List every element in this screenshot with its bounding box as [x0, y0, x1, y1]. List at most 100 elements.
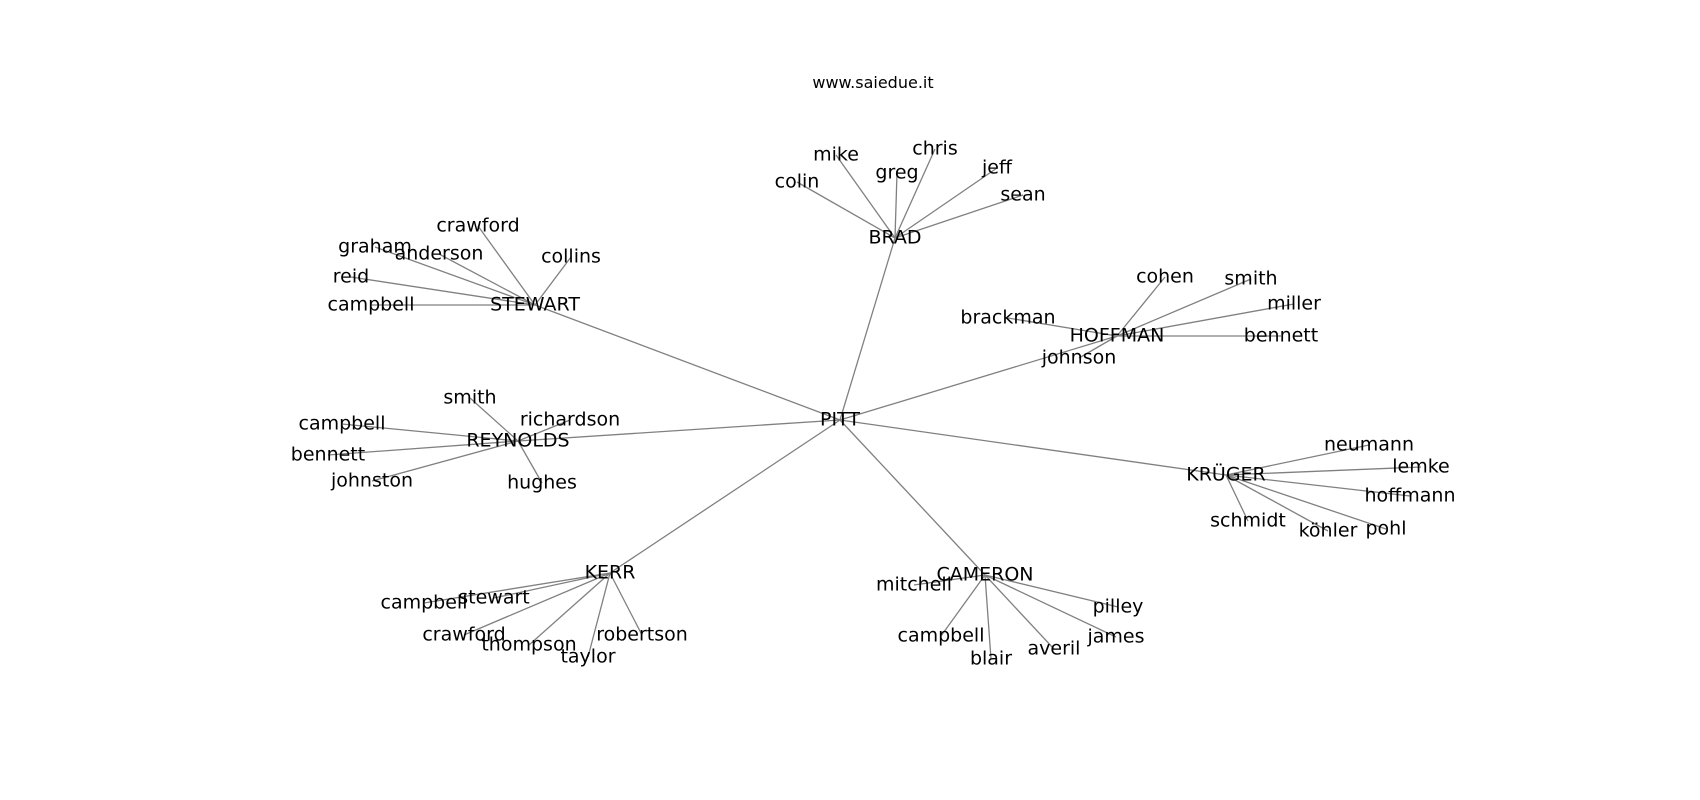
- node-hub-brad: BRAD: [868, 227, 921, 249]
- node-leaf-cameron-blair: blair: [970, 648, 1012, 670]
- node-leaf-kerr-taylor: taylor: [560, 646, 615, 668]
- node-leaf-kruger-lemke: lemke: [1392, 456, 1450, 478]
- edge-cameron-james: [984, 574, 1117, 638]
- edge-kruger-kohler: [1225, 474, 1329, 532]
- edge-stewart-reid: [350, 276, 536, 306]
- node-hub-stewart: STEWART: [490, 294, 580, 316]
- node-leaf-reynolds-richardson: richardson: [520, 409, 620, 431]
- edge-kerr-crawford: [463, 572, 611, 636]
- node-leaf-brad-colin: colin: [775, 171, 820, 193]
- node-leaf-stewart-anderson: anderson: [395, 243, 484, 265]
- node-leaf-stewart-collins: collins: [541, 246, 601, 268]
- edge-root-hoffman: [839, 335, 1118, 421]
- edge-root-kerr: [609, 419, 841, 574]
- edge-reynolds-johnston: [371, 440, 519, 482]
- edge-kerr-taylor: [587, 572, 611, 658]
- node-leaf-brad-mike: mike: [813, 144, 859, 166]
- node-leaf-kruger-pohl: pohl: [1365, 518, 1406, 540]
- edge-reynolds-richardson: [517, 419, 571, 442]
- node-leaf-hoffman-cohen: cohen: [1136, 266, 1194, 288]
- node-hub-reynolds: REYNOLDS: [466, 430, 569, 452]
- edge-hoffman-cohen: [1116, 276, 1166, 337]
- edge-kruger-hoffmann: [1225, 474, 1411, 497]
- node-leaf-brad-greg: greg: [875, 162, 918, 184]
- node-leaf-cameron-pilley: pilley: [1093, 596, 1144, 618]
- edge-root-reynolds: [517, 419, 841, 442]
- node-leaf-kerr-campbell: campbell: [381, 592, 468, 614]
- node-leaf-cameron-averil: averil: [1028, 638, 1081, 660]
- node-leaf-reynolds-campbell: campbell: [299, 413, 386, 435]
- edge-root-stewart: [534, 304, 841, 421]
- edge-stewart-graham: [374, 246, 536, 306]
- node-hub-kerr: KERR: [585, 562, 636, 584]
- node-leaf-brad-jeff: jeff: [981, 157, 1013, 179]
- node-leaf-reynolds-bennett: bennett: [291, 444, 365, 466]
- node-hub-cameron: CAMERON: [936, 564, 1033, 586]
- node-leaf-stewart-campbell: campbell: [328, 294, 415, 316]
- edge-reynolds-hughes: [517, 440, 543, 484]
- edge-cameron-blair: [984, 574, 992, 660]
- node-leaf-kerr-crawford: crawford: [422, 624, 505, 646]
- edge-kruger-pohl: [1225, 474, 1387, 530]
- edge-brad-sean: [894, 194, 1024, 239]
- edge-stewart-collins: [534, 256, 572, 306]
- edge-brad-colin: [796, 181, 896, 239]
- node-leaf-kruger-hoffmann: hoffmann: [1365, 485, 1456, 507]
- node-leaf-reynolds-johnston: johnston: [330, 470, 413, 492]
- edge-kruger-lemke: [1225, 466, 1422, 476]
- node-leaf-kerr-thompson: thompson: [481, 634, 576, 656]
- edge-brad-chris: [894, 148, 936, 239]
- edge-brad-greg: [894, 172, 898, 239]
- edge-brad-jeff: [894, 167, 998, 239]
- edge-cameron-pilley: [984, 574, 1119, 608]
- edge-hoffman-miller: [1116, 303, 1295, 337]
- node-leaf-stewart-reid: reid: [333, 266, 369, 288]
- node-leaf-kruger-neumann: neumann: [1324, 434, 1414, 456]
- edge-kruger-neumann: [1225, 444, 1370, 476]
- edge-kerr-robertson: [609, 572, 643, 636]
- node-leaf-hoffman-johnson: johnson: [1041, 347, 1117, 369]
- edges-layer: [327, 148, 1422, 660]
- edge-root-kruger: [839, 419, 1227, 476]
- edge-reynolds-smith: [469, 397, 519, 442]
- node-leaf-kerr-robertson: robertson: [596, 624, 688, 646]
- node-hub-kruger: KRÜGER: [1186, 463, 1266, 486]
- node-root: PITT: [820, 409, 860, 431]
- node-leaf-reynolds-hughes: hughes: [507, 472, 577, 494]
- site-title: www.saiedue.it: [812, 73, 933, 92]
- node-leaf-kruger-schmidt: schmidt: [1210, 510, 1286, 532]
- edge-cameron-averil: [984, 574, 1055, 650]
- edge-kerr-campbell: [423, 572, 611, 604]
- node-leaf-hoffman-brackman: brackman: [960, 307, 1055, 329]
- edge-reynolds-bennett: [327, 440, 519, 456]
- node-leaf-kerr-stewart: stewart: [458, 587, 529, 609]
- edge-kruger-schmidt: [1225, 474, 1249, 522]
- edge-reynolds-campbell: [341, 423, 519, 442]
- node-leaf-kruger-kohler: köhler: [1299, 520, 1358, 542]
- edge-brad-mike: [835, 154, 896, 239]
- edge-hoffman-brackman: [1007, 317, 1118, 337]
- edge-root-brad: [839, 237, 896, 421]
- node-leaf-reynolds-smith: smith: [443, 387, 496, 409]
- node-leaf-brad-chris: chris: [912, 138, 957, 160]
- edge-kerr-stewart: [493, 572, 611, 599]
- edge-hoffman-smith: [1116, 278, 1252, 337]
- node-leaf-stewart-crawford: crawford: [436, 215, 519, 237]
- node-leaf-cameron-mitchell: mitchell: [876, 574, 952, 596]
- edge-stewart-crawford: [477, 225, 536, 306]
- edge-stewart-anderson: [438, 253, 536, 306]
- node-leaf-hoffman-miller: miller: [1267, 293, 1321, 315]
- node-leaf-cameron-campbell: campbell: [898, 625, 985, 647]
- node-leaf-cameron-james: james: [1086, 626, 1144, 648]
- node-hub-hoffman: HOFFMAN: [1070, 325, 1165, 347]
- edge-kerr-thompson: [528, 572, 611, 646]
- edge-cameron-mitchell: [913, 574, 986, 586]
- edge-hoffman-johnson: [1078, 335, 1118, 359]
- node-leaf-brad-sean: sean: [1000, 184, 1045, 206]
- edge-cameron-campbell: [940, 574, 986, 637]
- node-leaf-hoffman-bennett: bennett: [1244, 325, 1318, 347]
- node-leaf-stewart-graham: graham: [338, 236, 412, 258]
- edge-root-cameron: [839, 419, 986, 576]
